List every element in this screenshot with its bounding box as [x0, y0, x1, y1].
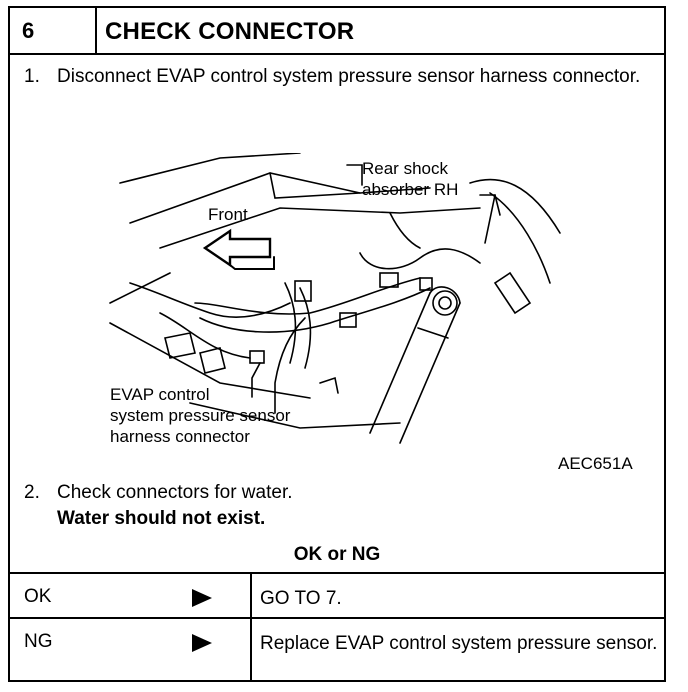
result-label: NG: [24, 631, 53, 652]
instruction-number: 2.: [24, 482, 40, 503]
result-row-ok: OK GO TO 7.: [10, 574, 664, 619]
result-label: OK: [24, 586, 52, 607]
step-header: 6 CHECK CONNECTOR: [10, 8, 664, 55]
column-divider: [250, 619, 252, 680]
figure-id: AEC651A: [558, 454, 633, 473]
diagnostic-procedure-table: 6 CHECK CONNECTOR 1. Disconnect EVAP con…: [8, 6, 666, 682]
instruction-text: Check connectors for water.: [57, 482, 293, 503]
rear-shock-label: Rear shock absorber RH: [362, 158, 458, 200]
rear-shock-label-line-1: Rear shock: [362, 159, 448, 178]
evap-label-line-3: harness connector: [110, 427, 250, 446]
front-label: Front: [208, 205, 248, 224]
evap-connector-label: EVAP control system pressure sensor harn…: [110, 384, 290, 447]
step-number: 6: [10, 8, 97, 53]
rear-shock-label-line-2: absorber RH: [362, 180, 459, 199]
instruction-text: Disconnect EVAP control system pressure …: [57, 66, 641, 87]
arrow-right-icon: [192, 589, 212, 607]
arrow-right-icon: [192, 634, 212, 652]
result-action: GO TO 7.: [260, 588, 342, 609]
sensor-location-illustration: [109, 153, 561, 444]
column-divider: [250, 574, 252, 617]
result-action: Replace EVAP control system pressure sen…: [260, 633, 658, 654]
step-title: CHECK CONNECTOR: [105, 18, 355, 45]
evap-label-line-2: system pressure sensor: [110, 406, 291, 425]
result-row-ng: NG Replace EVAP control system pressure …: [10, 619, 664, 680]
evap-label-line-1: EVAP control: [110, 385, 210, 404]
instruction-emphasis: Water should not exist.: [57, 508, 266, 529]
result-header: OK or NG: [10, 538, 664, 574]
instruction-number: 1.: [24, 66, 40, 87]
